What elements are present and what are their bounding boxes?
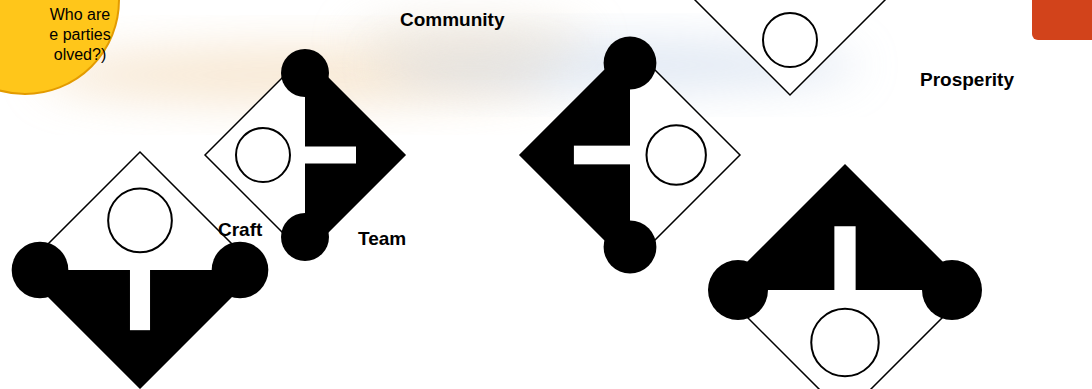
icon-figure (708, 165, 982, 389)
callout-bubble: Who are e parties olved?) (0, 0, 120, 95)
icon-head (647, 125, 706, 184)
callout-circle (0, 0, 119, 94)
icon-body (574, 146, 649, 165)
icon-body (130, 250, 150, 330)
node-shape (520, 45, 740, 265)
icon-figure (520, 37, 740, 274)
icon-arm (604, 37, 657, 90)
icon-body (834, 226, 855, 311)
icon-arm (12, 242, 69, 299)
icon-label: Prosperity (920, 69, 1014, 91)
icon-arm (212, 242, 269, 299)
icon-label: Community (400, 9, 505, 31)
icon-body (288, 147, 356, 164)
icon-node: Team (205, 55, 405, 255)
callout-text: Who are e parties olved?) (47, 5, 113, 65)
icon-label: Craft (218, 219, 262, 241)
corner-tab (1032, 0, 1092, 40)
icon-head (108, 189, 172, 253)
icon-arm (604, 221, 657, 274)
icon-node: Craft (22, 152, 258, 388)
node-shape (205, 55, 405, 255)
icon-arm (281, 49, 329, 97)
partial-icon-outline (690, 0, 890, 95)
node-shape (22, 152, 258, 388)
icon-label: Team (358, 228, 406, 250)
icon-arm (922, 260, 982, 320)
icon-figure (12, 152, 269, 388)
icon-node: Prosperity (720, 165, 970, 389)
icon-arm (281, 213, 329, 261)
partial-icon-head (763, 13, 817, 67)
node-shape (720, 165, 970, 389)
icon-head (236, 128, 290, 182)
icon-node: Community (520, 45, 740, 265)
icon-head (811, 309, 879, 377)
icon-arm (708, 260, 768, 320)
partial-icon-body (782, 0, 798, 12)
